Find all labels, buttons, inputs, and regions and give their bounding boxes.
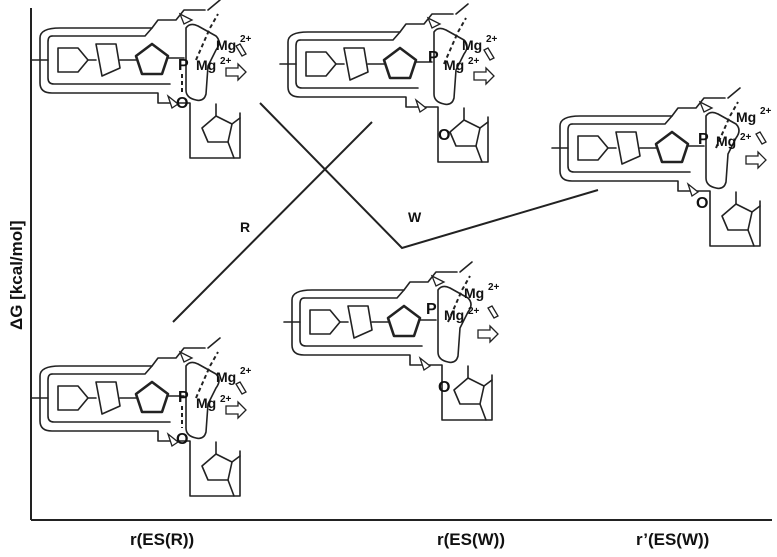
mg-ion-1: Mg	[736, 109, 756, 125]
mg-ion-2: Mg	[444, 57, 464, 73]
path-w-label: W	[408, 209, 422, 225]
y-axis-label: ΔG [kcal/mol]	[7, 220, 26, 330]
es-structure-r-top: P O Mg 2+ Mg 2+	[30, 0, 252, 160]
mg-ion-1: Mg	[216, 37, 236, 53]
mg-ion-1: Mg	[464, 285, 484, 301]
mg-ion-2: Mg	[444, 307, 464, 323]
mg-charge-2: 2+	[740, 132, 752, 143]
mg-ion-2: Mg	[196, 57, 216, 73]
atom-o: O	[176, 95, 188, 112]
atom-p: P	[428, 49, 439, 66]
atom-p: P	[426, 301, 437, 318]
x-tick-label-es-w-prime: r’(ES(W))	[636, 530, 709, 549]
atom-p: P	[698, 131, 709, 148]
path-w-line	[259, 102, 599, 250]
es-structure-w-middle: P O Mg 2+ Mg 2+	[282, 260, 500, 422]
atom-o: O	[438, 379, 450, 396]
x-tick-label-es-w: r(ES(W))	[437, 530, 505, 549]
mg-ion-2: Mg	[196, 395, 216, 411]
x-tick-label-es-r: r(ES(R))	[130, 530, 194, 549]
mg-charge-1: 2+	[240, 34, 252, 45]
atom-p: P	[178, 57, 189, 74]
path-r-label: R	[240, 219, 250, 235]
atom-o: O	[696, 195, 708, 212]
mg-charge-2: 2+	[468, 306, 480, 317]
mg-charge-1: 2+	[240, 366, 252, 377]
mg-ion-1: Mg	[462, 37, 482, 53]
atom-p: P	[178, 389, 189, 406]
es-structure-w-prime: P O Mg 2+ Mg 2+	[550, 86, 772, 248]
mg-charge-2: 2+	[220, 394, 232, 405]
mg-charge-1: 2+	[488, 282, 500, 293]
mg-charge-1: 2+	[486, 34, 498, 45]
atom-o: O	[176, 431, 188, 448]
es-structure-w-top: P O Mg 2+ Mg 2+	[278, 2, 498, 164]
mg-ion-1: Mg	[216, 369, 236, 385]
mg-charge-2: 2+	[220, 56, 232, 67]
path-r-line	[172, 121, 373, 323]
mg-charge-2: 2+	[468, 56, 480, 67]
mg-charge-1: 2+	[760, 106, 772, 117]
es-structure-r-bottom: P O Mg 2+ Mg 2+	[30, 336, 252, 498]
mg-ion-2: Mg	[716, 133, 736, 149]
atom-o: O	[438, 127, 450, 144]
